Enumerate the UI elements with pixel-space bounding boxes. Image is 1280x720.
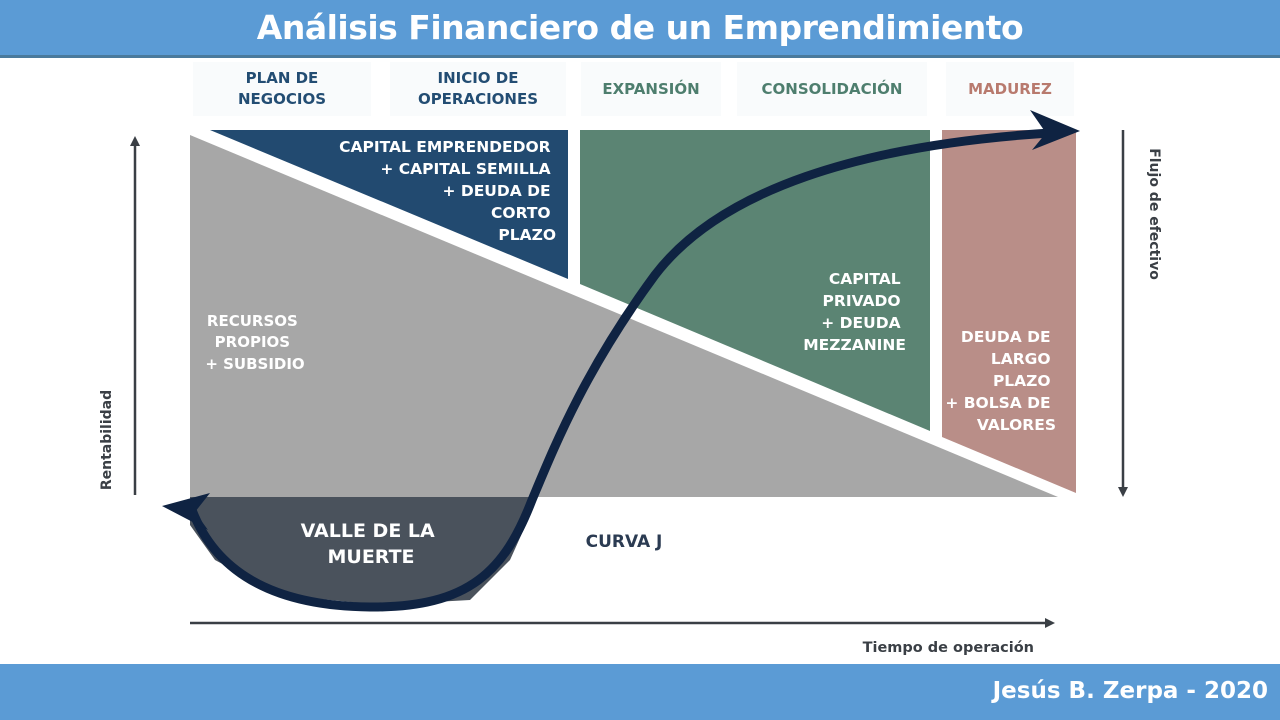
title-bar: Análisis Financiero de un Emprendimiento [0, 0, 1280, 58]
page-title: Análisis Financiero de un Emprendimiento [256, 8, 1024, 47]
deuda-largo-plazo-block [942, 130, 1076, 493]
y-axis-right-label: Flujo de efectivo [1146, 148, 1162, 280]
curve-arrowhead-right [1030, 110, 1080, 150]
j-curve [187, 128, 1055, 612]
curva-j-label: CURVA J [586, 532, 663, 552]
valle-de-la-muerte-text: VALLE DE LA MUERTE [301, 520, 442, 568]
recursos-propios-text: RECURSOS PROPIOS + SUBSIDIO [205, 312, 304, 373]
capital-emprendedor-text: CAPITAL EMPRENDEDOR + CAPITAL SEMILLA + … [339, 138, 556, 244]
y-axis-left-label: Rentabilidad [99, 390, 115, 490]
capital-privado-text: CAPITAL PRIVADO + DEUDA MEZZANINE [803, 270, 906, 354]
capital-privado-block [580, 130, 930, 431]
curve-arrowhead-left [162, 493, 210, 530]
stage-madurez: MADUREZ [946, 62, 1074, 116]
stage-inicio-de-operaciones: INICIO DE OPERACIONES [390, 62, 566, 116]
stage-consolidacion: CONSOLIDACIÓN [737, 62, 927, 116]
author-credit: Jesús B. Zerpa - 2020 [992, 678, 1268, 704]
stage-plan-de-negocios: PLAN DE NEGOCIOS [193, 62, 371, 116]
capital-emprendedor-block [210, 130, 568, 279]
valle-de-la-muerte-block [190, 497, 533, 605]
stage-expansion: EXPANSIÓN [581, 62, 721, 116]
x-axis-label: Tiempo de operación [863, 640, 1034, 656]
deuda-largo-plazo-text: DEUDA DE LARGO PLAZO + BOLSA DE VALORES [945, 328, 1056, 434]
footer-bar: Jesús B. Zerpa - 2020 [0, 664, 1280, 720]
